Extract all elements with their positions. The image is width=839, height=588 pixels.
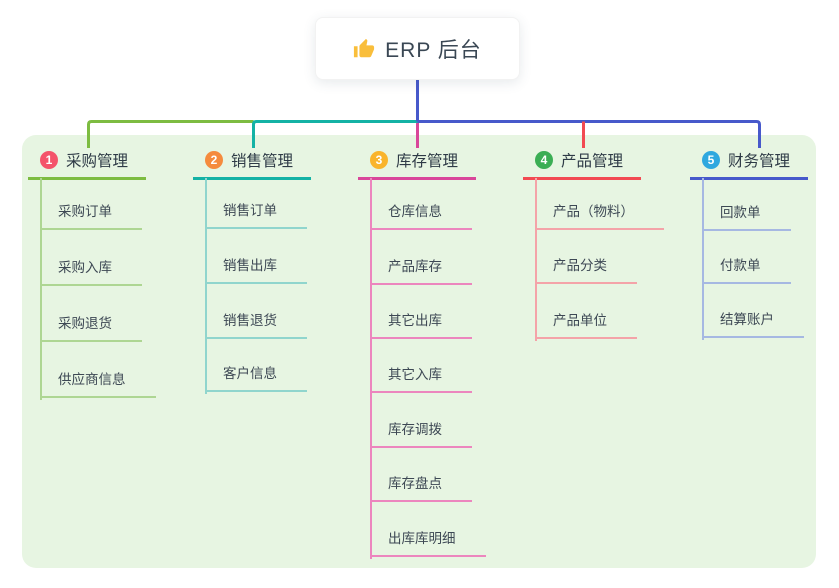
branch-5-badge-icon: 5 (702, 151, 720, 169)
child-item[interactable]: 销售退货 (205, 312, 307, 339)
child-item[interactable]: 采购入库 (40, 259, 142, 286)
branch-5-child-connector (702, 178, 704, 340)
child-item[interactable]: 其它出库 (370, 312, 472, 339)
child-item[interactable]: 库存盘点 (370, 475, 472, 502)
child-item[interactable]: 客户信息 (205, 365, 307, 392)
branch-4-child-connector (535, 178, 537, 341)
branch-header-4[interactable]: 4 产品管理 (523, 149, 641, 180)
child-item[interactable]: 仓库信息 (370, 203, 472, 230)
branch-1-label: 采购管理 (66, 153, 129, 170)
branch-1-badge-icon: 1 (40, 151, 58, 169)
branch-2-child-connector (205, 178, 207, 394)
branch-2-badge-icon: 2 (205, 151, 223, 169)
child-item[interactable]: 产品分类 (535, 257, 637, 284)
branch-2-label: 销售管理 (231, 153, 294, 170)
child-item[interactable]: 产品（物料） (535, 203, 664, 230)
child-item[interactable]: 采购退货 (40, 315, 142, 342)
branch-1-child-connector (40, 178, 42, 400)
branch-4-badge-icon: 4 (535, 151, 553, 169)
thumbs-up-icon (354, 38, 375, 57)
child-item[interactable]: 产品单位 (535, 312, 637, 339)
branch-header-2[interactable]: 2 销售管理 (193, 149, 311, 180)
branch-header-3[interactable]: 3 库存管理 (358, 149, 476, 180)
branch-3-child-connector (370, 178, 372, 559)
child-item[interactable]: 结算账户 (702, 311, 804, 338)
root-node[interactable]: ERP 后台 (315, 17, 520, 80)
child-item[interactable]: 产品库存 (370, 258, 472, 285)
branch-header-5[interactable]: 5 财务管理 (690, 149, 808, 180)
branch-header-1[interactable]: 1 采购管理 (28, 149, 146, 180)
branch-4-label: 产品管理 (561, 153, 624, 170)
child-item[interactable]: 供应商信息 (40, 371, 156, 398)
child-item[interactable]: 出库库明细 (370, 530, 486, 557)
mindmap-background-panel (22, 135, 816, 568)
root-node-label: ERP 后台 (385, 38, 482, 62)
child-item[interactable]: 库存调拨 (370, 421, 472, 448)
child-item[interactable]: 其它入库 (370, 366, 472, 393)
child-item[interactable]: 采购订单 (40, 203, 142, 230)
branch-3-badge-icon: 3 (370, 151, 388, 169)
child-item[interactable]: 销售订单 (205, 202, 307, 229)
branch-3-label: 库存管理 (396, 153, 459, 170)
child-item[interactable]: 付款单 (702, 257, 791, 284)
branch-5-label: 财务管理 (728, 153, 791, 170)
child-item[interactable]: 销售出库 (205, 257, 307, 284)
child-item[interactable]: 回款单 (702, 204, 791, 231)
